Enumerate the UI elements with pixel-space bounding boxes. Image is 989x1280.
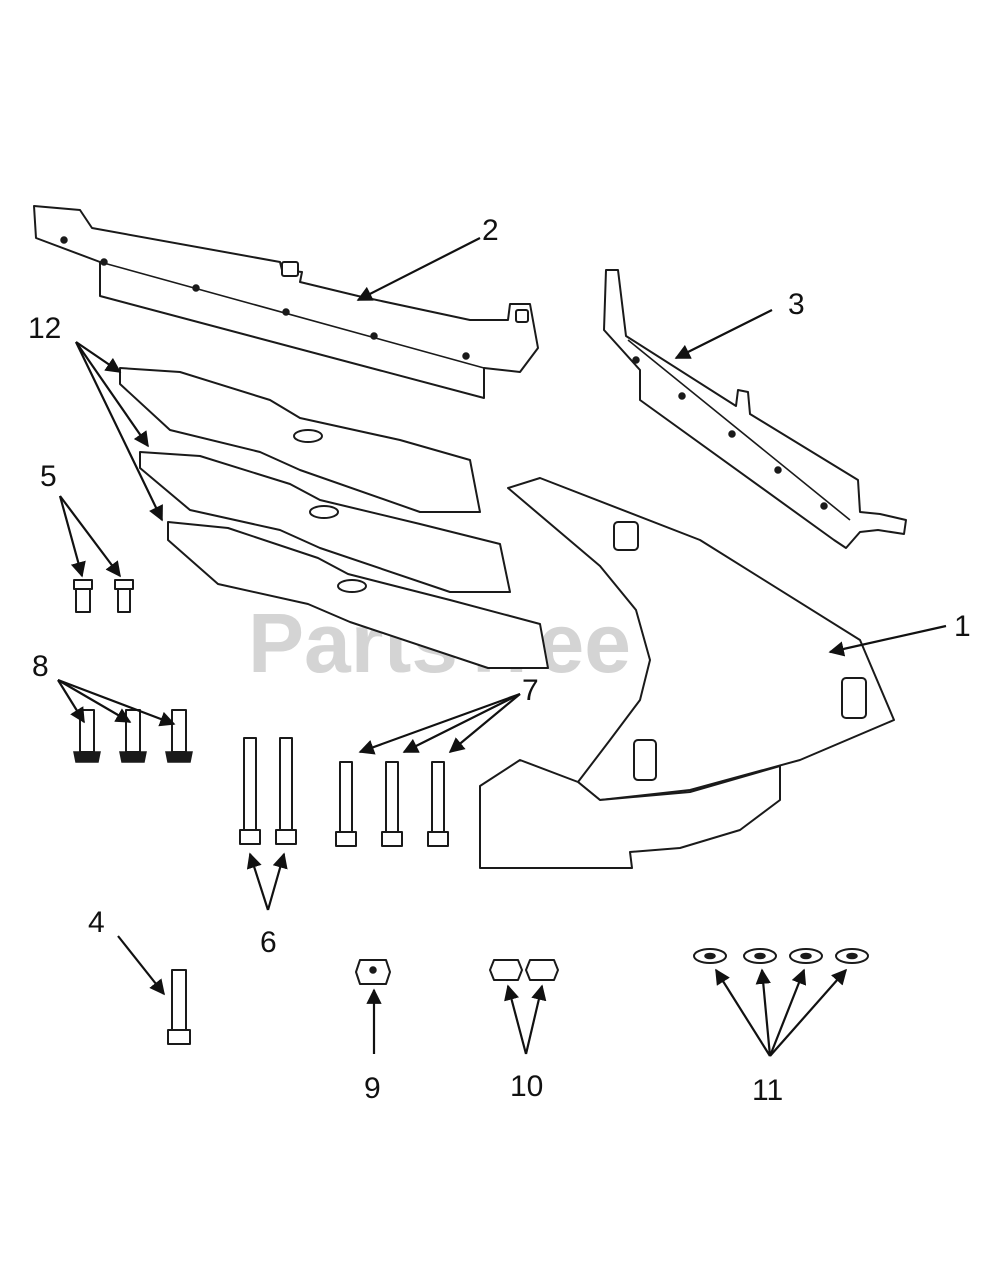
part-5-bolts[interactable] (73, 579, 134, 613)
callout-7[interactable]: 7 (522, 674, 539, 707)
callout-2[interactable]: 2 (482, 214, 499, 247)
part-10-nuts[interactable] (489, 959, 559, 981)
callout-8[interactable]: 8 (32, 650, 49, 683)
callout-6[interactable]: 6 (260, 926, 277, 959)
callout-4[interactable]: 4 (88, 906, 105, 939)
part-4-bolt[interactable] (167, 969, 191, 1045)
part-2-bracket[interactable] (33, 205, 539, 399)
part-3-bracket[interactable] (603, 269, 907, 549)
callout-9[interactable]: 9 (364, 1072, 381, 1105)
leader-lines (57, 237, 947, 1057)
callout-10[interactable]: 10 (510, 1070, 543, 1103)
part-12-blades[interactable] (119, 367, 549, 669)
part-9-nut[interactable] (355, 959, 391, 985)
part-11-washers[interactable] (693, 948, 869, 964)
part-1-deck[interactable] (479, 477, 895, 869)
callout-1[interactable]: 1 (954, 610, 971, 643)
callout-12[interactable]: 12 (28, 312, 61, 345)
part-7-bolts[interactable] (335, 761, 449, 847)
part-6-long-bolts[interactable] (239, 737, 297, 845)
part-8-flange-bolts[interactable] (73, 709, 193, 763)
callout-11[interactable]: 11 (752, 1074, 783, 1107)
callout-3[interactable]: 3 (788, 288, 805, 321)
callout-5[interactable]: 5 (40, 460, 57, 493)
